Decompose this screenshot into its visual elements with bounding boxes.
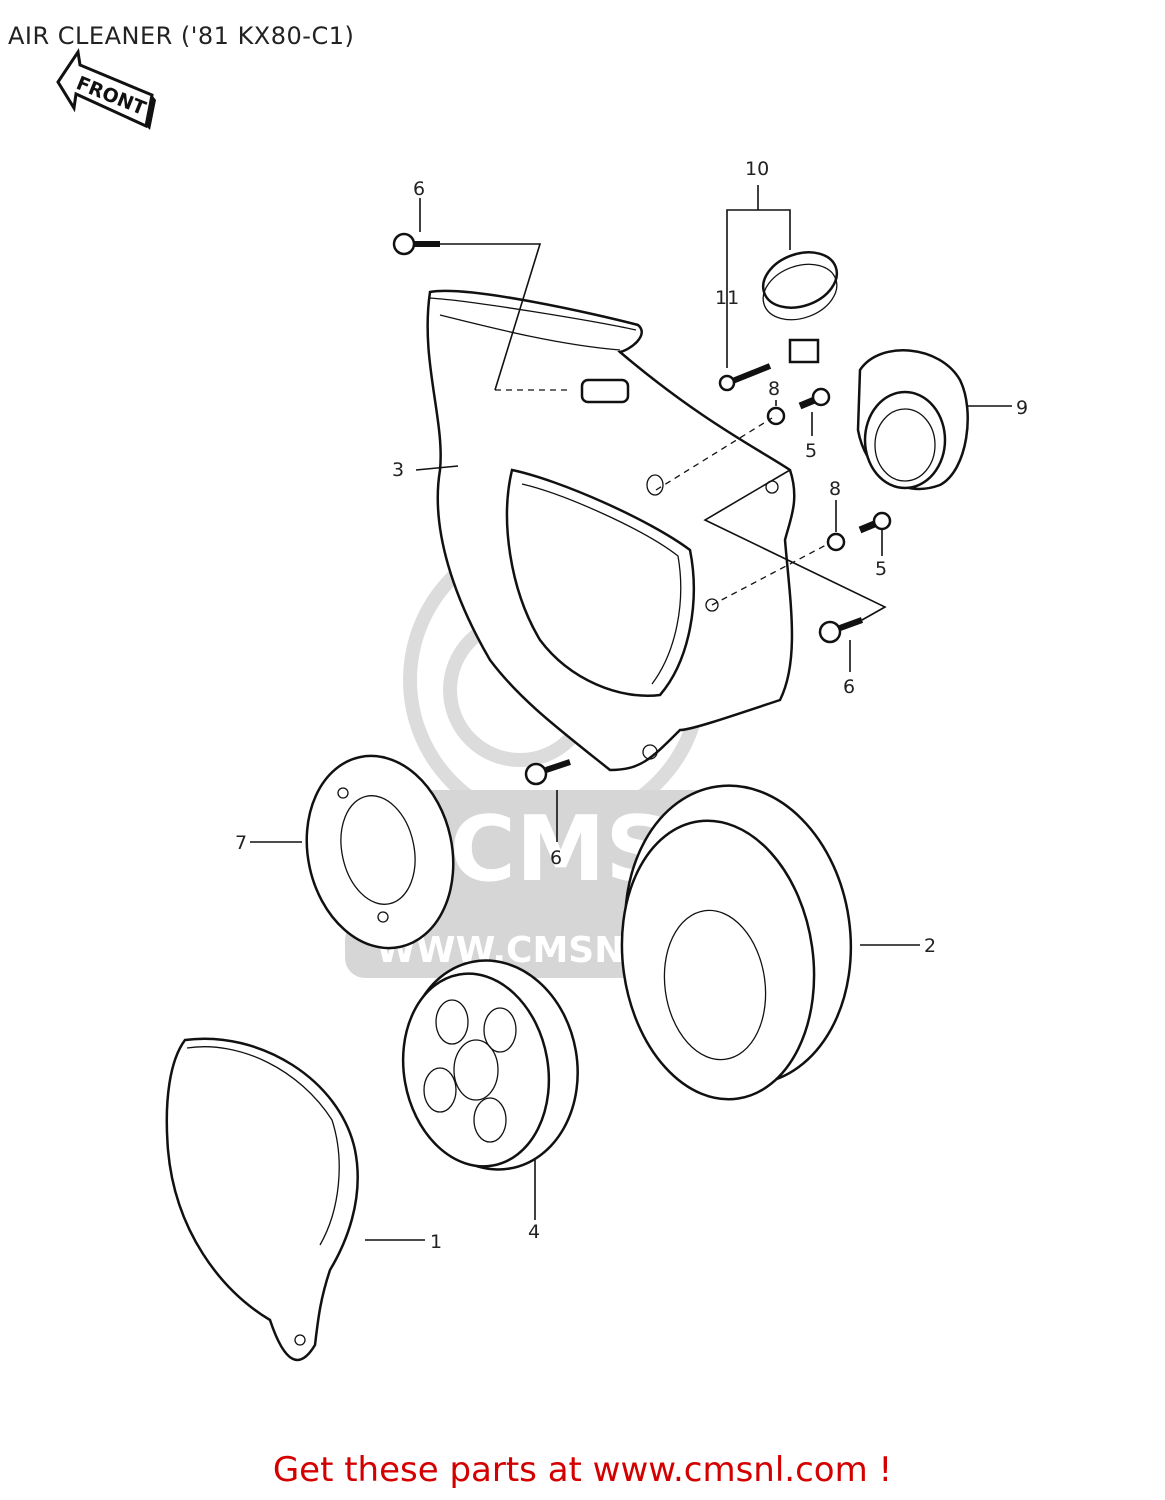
part-3-case — [426, 289, 796, 772]
part-10-clamp — [761, 251, 839, 364]
callout-6b: 6 — [843, 676, 855, 698]
callout-4: 4 — [528, 1221, 540, 1243]
part-4-frame — [401, 959, 579, 1171]
callout-9: 9 — [1016, 397, 1028, 419]
callout-5b: 5 — [875, 558, 887, 580]
front-arrow-icon: FRONT — [56, 47, 156, 130]
part-9-duct — [856, 349, 969, 491]
part-7-plate — [305, 754, 455, 950]
callout-6a: 6 — [413, 178, 425, 200]
part-2-element — [620, 784, 853, 1101]
callout-11: 11 — [715, 287, 739, 309]
callout-8b: 8 — [829, 478, 841, 500]
callout-8a: 8 — [768, 378, 780, 400]
callout-6c: 6 — [550, 847, 562, 869]
get-parts-link[interactable]: Get these parts at www.cmsnl.com ! — [272, 1450, 893, 1490]
callout-2: 2 — [924, 935, 936, 957]
callout-numbers: 1 2 3 4 5 5 6 6 6 6 7 8 8 9 10 11 — [235, 158, 1028, 1253]
callout-3: 3 — [392, 459, 404, 481]
part-6-bolts — [392, 232, 864, 786]
callout-10: 10 — [745, 158, 769, 180]
callout-1: 1 — [430, 1231, 442, 1253]
part-1-cover — [165, 1037, 359, 1362]
part-5-8-bolts — [766, 387, 892, 552]
callout-5a: 5 — [805, 440, 817, 462]
callout-7: 7 — [235, 832, 247, 854]
leader-lines — [250, 185, 1012, 1241]
page-title: AIR CLEANER ('81 KX80-C1) — [8, 22, 355, 50]
part-11-screw — [718, 363, 772, 392]
